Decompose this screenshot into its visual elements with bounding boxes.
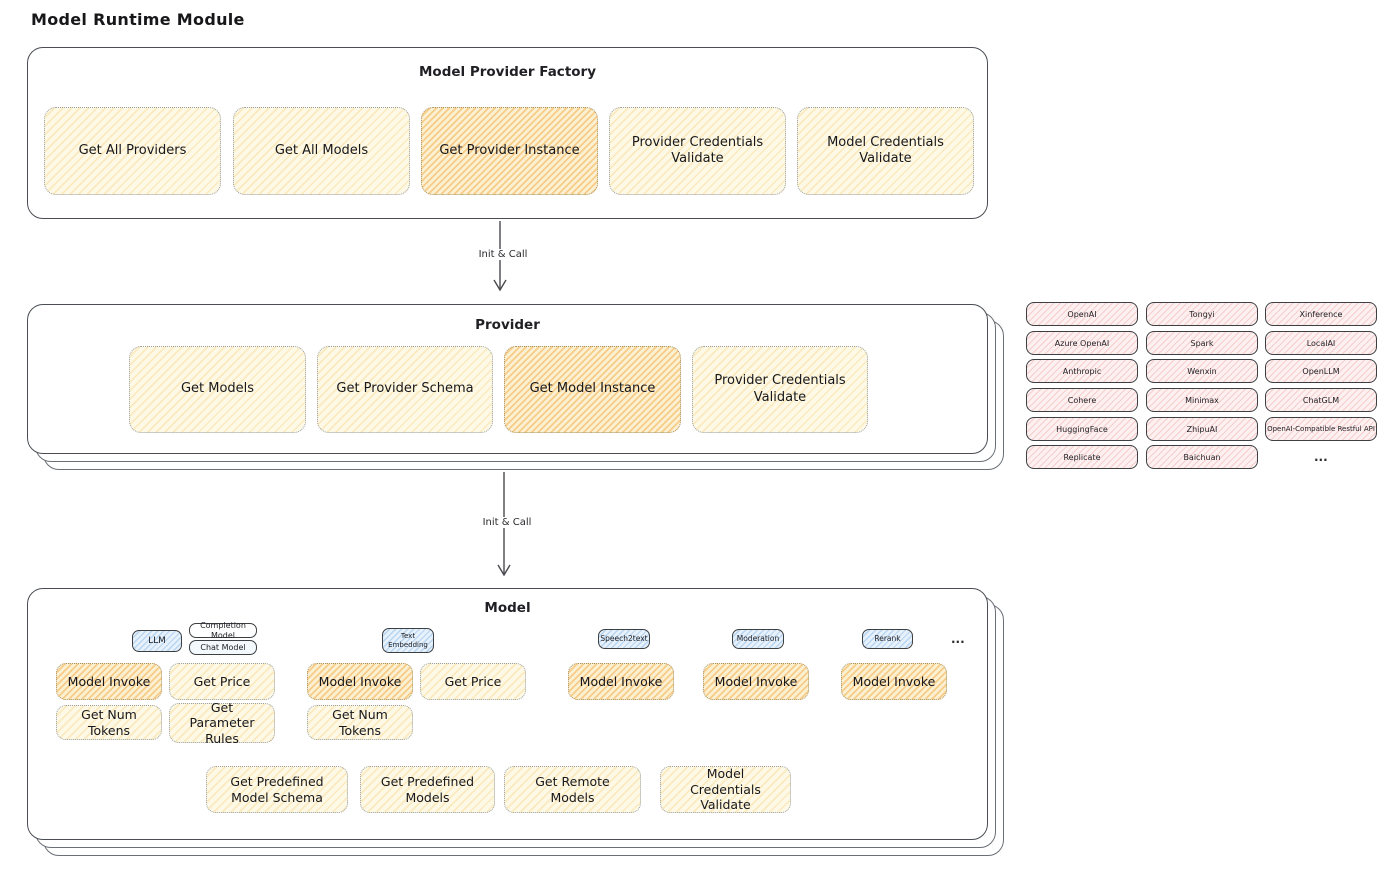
op-get-parameter-rules: Get Parameter Rules [169,700,275,746]
provider-box-get-provider-schema: Get Provider Schema [317,346,493,433]
provider-title: Provider [475,317,540,333]
factory-container: Model Provider Factory Get All Providers… [27,47,988,219]
model-title: Model [484,600,531,616]
arrow-label-init-call-1: Init & Call [470,249,536,260]
provider-chip-huggingface: HuggingFace [1026,417,1138,441]
factory-box-model-credentials-validate: Model Credentials Validate [797,107,974,195]
provider-chip-spark: Spark [1146,331,1258,355]
tab-text-embedding: Text Embedding [382,628,434,653]
provider-box-provider-credentials-validate: Provider Credentials Validate [692,346,868,433]
provider-box-get-models: Get Models [129,346,306,433]
model-container: Model LLM Completion Model Chat Model Te… [27,588,988,840]
arrow-label-init-call-2: Init & Call [474,517,540,528]
provider-chip-cohere: Cohere [1026,388,1138,412]
provider-chip-openllm: OpenLLM [1265,359,1377,383]
factory-box-get-all-models: Get All Models [233,107,410,195]
provider-container: Provider Get Models Get Provider Schema … [27,304,988,454]
op-model-invoke-moderation: Model Invoke [703,663,809,700]
op-model-invoke-llm: Model Invoke [56,663,162,700]
model-tabs-more: ... [951,632,965,646]
provider-chip-localai: LocalAI [1265,331,1377,355]
provider-chip-minimax: Minimax [1146,388,1258,412]
op-get-remote-models: Get Remote Models [504,766,641,813]
op-model-invoke-rerank: Model Invoke [841,663,947,700]
factory-title: Model Provider Factory [418,64,597,80]
op-model-invoke-text-embedding: Model Invoke [307,663,413,700]
factory-box-get-all-providers: Get All Providers [44,107,221,195]
op-get-price-text-embedding: Get Price [420,663,526,700]
op-get-predefined-model-schema: Get Predefined Model Schema [206,766,348,813]
op-model-credentials-validate: Model Credentials Validate [660,766,791,813]
provider-list-more: ... [1314,450,1328,464]
factory-box-provider-credentials-validate: Provider Credentials Validate [609,107,786,195]
op-model-invoke-speech2text: Model Invoke [568,663,674,700]
tab-moderation: Moderation [732,629,784,649]
provider-list: OpenAI Tongyi Xinference Azure OpenAI Sp… [1026,302,1378,470]
provider-chip-openai: OpenAI [1026,302,1138,326]
op-get-predefined-models: Get Predefined Models [360,766,495,813]
tab-chat-model: Chat Model [189,640,257,655]
provider-chip-zhipuai: ZhipuAI [1146,417,1258,441]
diagram-title: Model Runtime Module [31,10,245,29]
provider-chip-openai-compatible-restful-api: OpenAI-Compatible Restful API [1265,417,1377,441]
tab-speech2text: Speech2text [598,629,650,649]
op-get-num-tokens-llm: Get Num Tokens [56,705,162,740]
provider-chip-anthropic: Anthropic [1026,359,1138,383]
tab-llm: LLM [132,630,182,652]
factory-box-get-provider-instance: Get Provider Instance [421,107,598,195]
provider-chip-chatglm: ChatGLM [1265,388,1377,412]
provider-chip-tongyi: Tongyi [1146,302,1258,326]
provider-chip-baichuan: Baichuan [1146,445,1258,469]
op-get-num-tokens-text-embedding: Get Num Tokens [307,705,413,740]
tab-completion-model: Completion Model [189,621,257,640]
provider-chip-replicate: Replicate [1026,445,1138,469]
provider-chip-azure-openai: Azure OpenAI [1026,331,1138,355]
provider-chip-xinference: Xinference [1265,302,1377,326]
provider-chip-wenxin: Wenxin [1146,359,1258,383]
tab-rerank: Rerank [862,629,913,649]
provider-box-get-model-instance: Get Model Instance [504,346,681,433]
op-get-price-llm: Get Price [169,663,275,700]
